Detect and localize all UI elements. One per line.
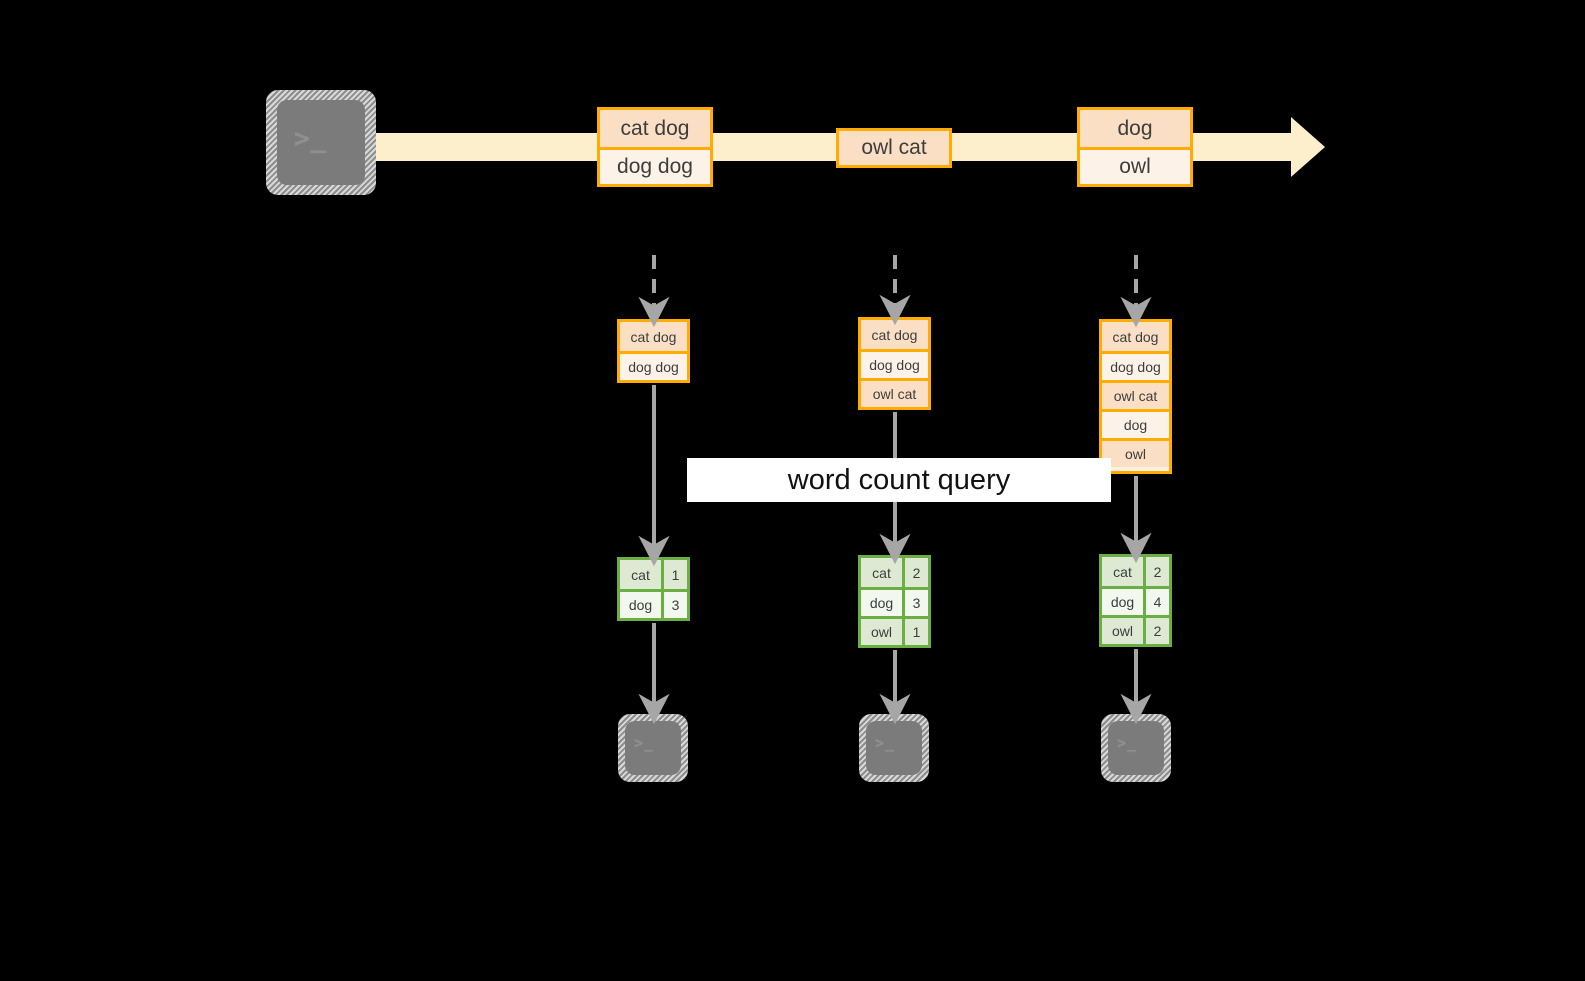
- result-count: 4: [1146, 589, 1169, 615]
- table-row: owl 2: [1102, 615, 1169, 644]
- result-word: owl: [1102, 618, 1146, 644]
- table-row: owl 1: [861, 616, 928, 645]
- result-word: cat: [1102, 557, 1146, 586]
- snapshot-row: owl cat: [861, 378, 928, 407]
- stream-event-line: cat dog: [600, 110, 710, 147]
- result-word: cat: [620, 560, 664, 589]
- consumer-terminal-icon[interactable]: >_: [618, 714, 688, 782]
- snapshot-row: owl cat: [1102, 380, 1169, 409]
- query-label-band: word count query: [687, 458, 1111, 502]
- snapshot-row: cat dog: [620, 322, 687, 351]
- stream-event-line: owl: [1080, 147, 1190, 184]
- snapshot-row: cat dog: [1102, 322, 1169, 351]
- result-table[interactable]: cat 2 dog 4 owl 2: [1099, 554, 1172, 647]
- terminal-screen: [277, 100, 365, 185]
- snapshot-row: dog dog: [1102, 351, 1169, 380]
- table-row: dog 3: [861, 587, 928, 616]
- terminal-prompt-glyph: >_: [875, 734, 896, 752]
- result-word: owl: [861, 619, 905, 645]
- snapshot-box[interactable]: cat dog dog dog owl cat: [858, 317, 931, 410]
- stream-event-box[interactable]: owl cat: [836, 128, 952, 168]
- stream-event-line: dog dog: [600, 147, 710, 184]
- snapshot-box[interactable]: cat dog dog dog: [617, 319, 690, 383]
- query-label: word count query: [787, 463, 1011, 496]
- table-row: cat 1: [620, 560, 687, 589]
- result-count: 1: [905, 619, 928, 645]
- result-count: 3: [664, 592, 687, 618]
- snapshot-row: dog: [1102, 409, 1169, 438]
- terminal-screen: [866, 721, 922, 775]
- result-count: 2: [1146, 557, 1169, 586]
- stream-event-line: owl cat: [839, 131, 949, 165]
- result-word: dog: [1102, 589, 1146, 615]
- snapshot-row: dog dog: [620, 351, 687, 380]
- stream-event-line: dog: [1080, 110, 1190, 147]
- event-stream-arrowhead: [1291, 117, 1325, 177]
- result-table[interactable]: cat 1 dog 3: [617, 557, 690, 621]
- table-row: cat 2: [1102, 557, 1169, 586]
- snapshot-row: owl: [1102, 438, 1169, 467]
- terminal-prompt-glyph: >_: [634, 734, 655, 752]
- stream-event-box[interactable]: cat dog dog dog: [597, 107, 713, 187]
- terminal-prompt-glyph: >_: [1117, 734, 1138, 752]
- result-count: 2: [1146, 618, 1169, 644]
- result-count: 3: [905, 590, 928, 616]
- stream-event-box[interactable]: dog owl: [1077, 107, 1193, 187]
- snapshot-box[interactable]: cat dog dog dog owl cat dog owl: [1099, 319, 1172, 474]
- producer-terminal-icon[interactable]: >_: [266, 90, 376, 195]
- table-row: dog 3: [620, 589, 687, 618]
- table-row: dog 4: [1102, 586, 1169, 615]
- snapshot-row: cat dog: [861, 320, 928, 349]
- result-count: 1: [664, 560, 687, 589]
- result-word: cat: [861, 558, 905, 587]
- terminal-screen: [625, 721, 681, 775]
- result-count: 2: [905, 558, 928, 587]
- table-row: cat 2: [861, 558, 928, 587]
- result-table[interactable]: cat 2 dog 3 owl 1: [858, 555, 931, 648]
- result-word: dog: [861, 590, 905, 616]
- terminal-prompt-glyph: >_: [294, 124, 328, 154]
- result-word: dog: [620, 592, 664, 618]
- consumer-terminal-icon[interactable]: >_: [859, 714, 929, 782]
- consumer-terminal-icon[interactable]: >_: [1101, 714, 1171, 782]
- snapshot-row: dog dog: [861, 349, 928, 378]
- terminal-screen: [1108, 721, 1164, 775]
